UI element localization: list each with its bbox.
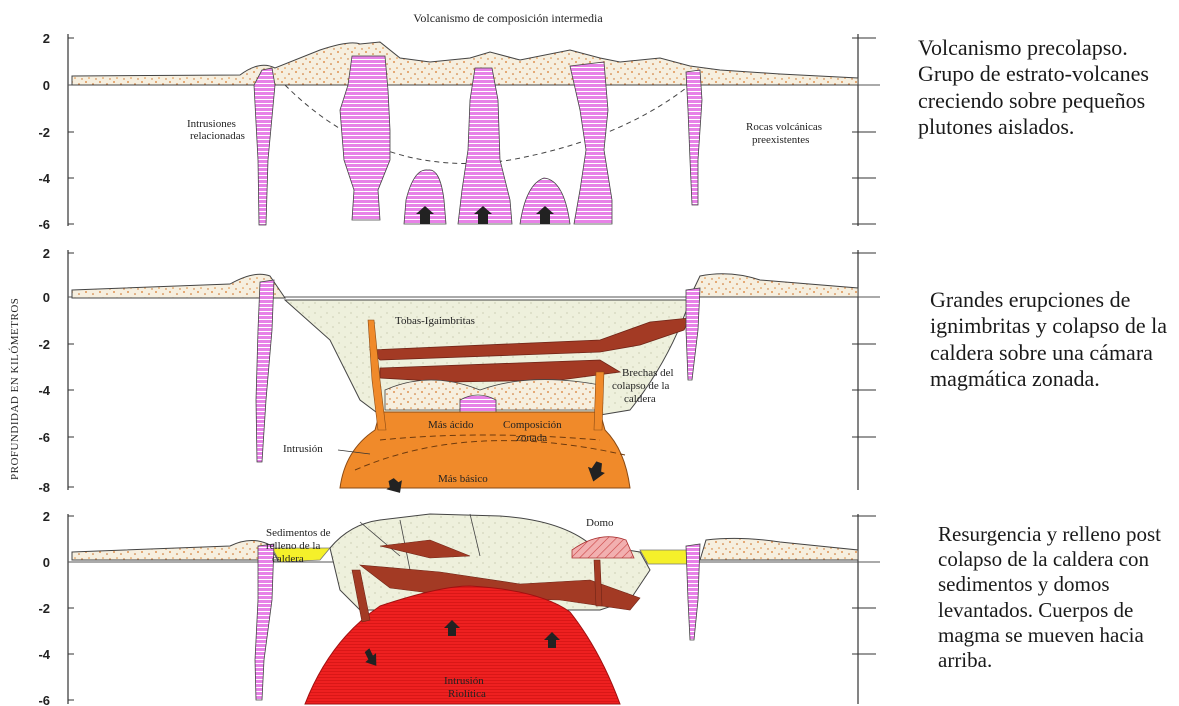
dike-left	[254, 68, 275, 225]
label-breccias-l3: caldera	[624, 393, 656, 405]
svg-text:-4: -4	[38, 647, 50, 662]
rim-left	[72, 274, 285, 298]
label-breccias-l2: colapso de la	[612, 380, 670, 392]
p1-tick-m2: -2	[38, 125, 50, 140]
label-intrusions-l1: Intrusiones	[187, 118, 236, 130]
pluton-center	[458, 68, 512, 224]
svg-text:-8: -8	[38, 480, 50, 495]
caption-panel-2: Grandes erupciones de ignimbritas y cola…	[930, 287, 1175, 393]
pluton-right	[570, 62, 612, 224]
svg-text:2: 2	[43, 509, 50, 524]
y-axis-label: PROFUNDIDAD EN KILÓMETROS	[9, 298, 21, 480]
svg-text:0: 0	[43, 290, 50, 305]
panel-3-resurgence: 2 0 -2 -4 -6 Sedimentos de relleno de la	[38, 509, 880, 706]
label-rhyolitic-l2: Riolítica	[448, 688, 486, 700]
caption-panel-3: Resurgencia y relleno post colapso de la…	[938, 522, 1178, 673]
label-zoned-l2: zonada	[516, 432, 547, 444]
svg-text:-2: -2	[38, 601, 50, 616]
caption-panel-1: Volcanismo precolapso. Grupo de estrato-…	[918, 35, 1173, 141]
svg-text:-6: -6	[38, 693, 50, 706]
label-sediments-l2: relleno de la	[266, 540, 320, 552]
label-sediments-l3: caldera	[272, 553, 304, 565]
label-sediments-l1: Sedimentos de	[266, 527, 331, 539]
label-intrusion: Intrusión	[283, 443, 323, 455]
svg-text:-2: -2	[38, 337, 50, 352]
label-preexisting-l1: Rocas volcánicas	[746, 121, 822, 133]
label-dome: Domo	[586, 517, 614, 529]
p1-tick-0: 0	[43, 78, 50, 93]
svg-text:2: 2	[43, 246, 50, 261]
svg-text:-6: -6	[38, 430, 50, 445]
svg-text:0: 0	[43, 555, 50, 570]
label-zoned-l1: Composición	[503, 419, 562, 431]
panel-1-precollapse: Volcanismo de composición intermedia 2 0…	[38, 11, 880, 232]
label-intrusions-l2: relacionadas	[190, 130, 245, 142]
label-preexisting-l2: preexistentes	[752, 134, 809, 146]
dike-right	[686, 70, 702, 205]
panel-2-collapse: 2 0 -2 -4 -6 -8 Tobas-Igaimbritas Brecha…	[38, 246, 880, 498]
rim-right	[690, 274, 858, 297]
svg-text:-4: -4	[38, 383, 50, 398]
label-acid: Más ácido	[428, 419, 474, 431]
p1-tick-2: 2	[43, 31, 50, 46]
label-rhyolitic-l1: Intrusión	[444, 675, 484, 687]
p1-tick-m6: -6	[38, 217, 50, 232]
dike-left-2	[256, 280, 274, 462]
label-tuffs: Tobas-Igaimbritas	[395, 315, 475, 327]
label-basic: Más básico	[438, 473, 488, 485]
top-title: Volcanismo de composición intermedia	[413, 11, 603, 25]
dike-right-2	[686, 288, 700, 380]
label-breccias-l1: Brechas del	[622, 367, 674, 379]
stratovolcano-edifices	[72, 42, 858, 85]
p1-tick-m4: -4	[38, 171, 50, 186]
